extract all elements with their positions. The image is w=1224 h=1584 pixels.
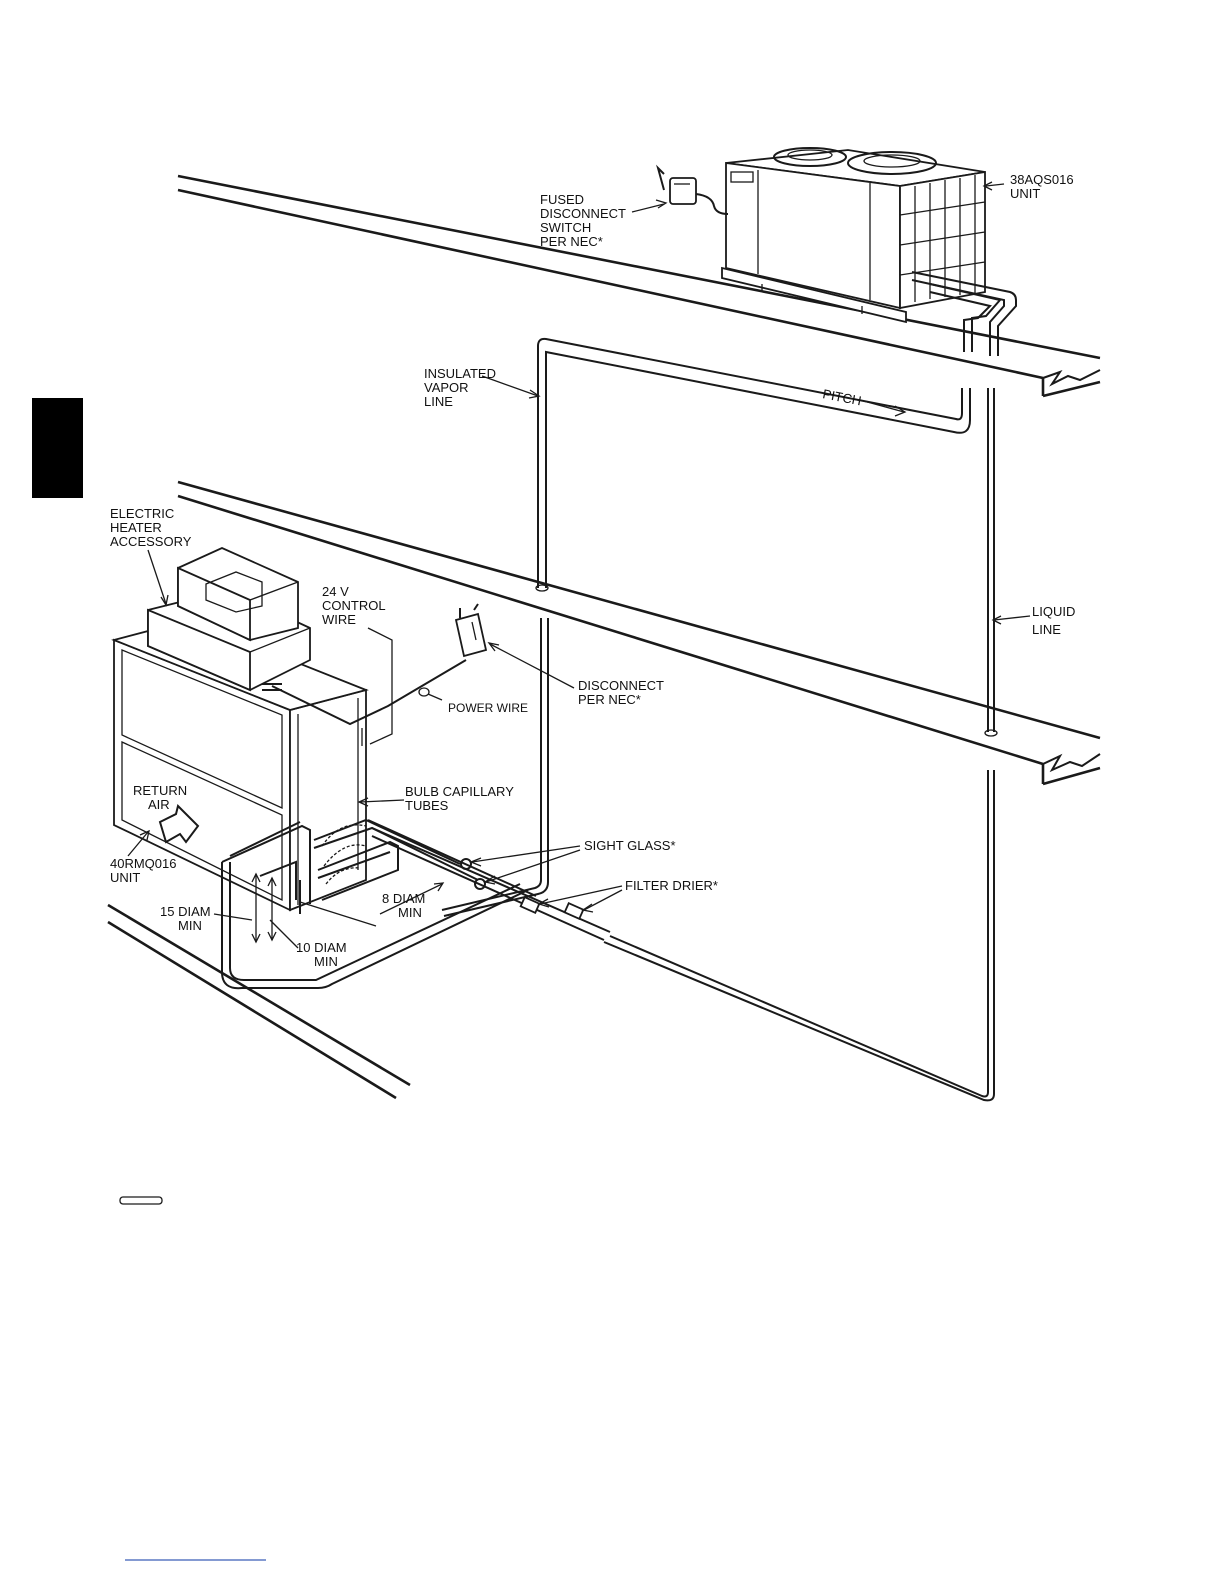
label-bulb-capillary-tubes: BULB CAPILLARY TUBES: [405, 784, 517, 813]
label-disconnect-per-nec: DISCONNECT PER NEC*: [578, 678, 667, 707]
disconnect-box: [456, 604, 486, 656]
label-15-diam-min: 15 DIAM MIN: [160, 904, 214, 933]
label-10-diam-min: 10 DIAM MIN: [296, 940, 350, 969]
label-power-wire: POWER WIRE: [448, 701, 528, 715]
label-fused-disconnect-switch: FUSED DISCONNECT SWITCH PER NEC*: [540, 192, 629, 249]
label-8-diam-min: 8 DIAM MIN: [382, 891, 429, 920]
section-tab: [32, 398, 83, 498]
fused-disconnect-switch: [658, 168, 728, 214]
label-40rmq016-unit: 40RMQ016 UNIT: [110, 856, 180, 885]
legend-pipe-symbol: [120, 1197, 162, 1204]
label-insulated-vapor-line: INSULATED VAPOR LINE: [424, 366, 500, 409]
label-24v-control-wire: 24 V CONTROL WIRE: [322, 584, 389, 627]
liquid-line: [604, 388, 997, 1100]
label-pitch: PITCH: [821, 386, 862, 408]
lower-floor: [108, 905, 410, 1098]
label-filter-drier: FILTER DRIER*: [625, 878, 718, 893]
label-liquid-line: LIQUID LINE: [1032, 604, 1079, 637]
filter-drier-2: [565, 903, 584, 919]
label-electric-heater-accessory: ELECTRIC HEATER ACCESSORY: [110, 506, 192, 549]
label-sight-glass: SIGHT GLASS*: [584, 838, 676, 853]
label-38aqs016-unit: 38AQS016 UNIT: [1010, 172, 1077, 201]
